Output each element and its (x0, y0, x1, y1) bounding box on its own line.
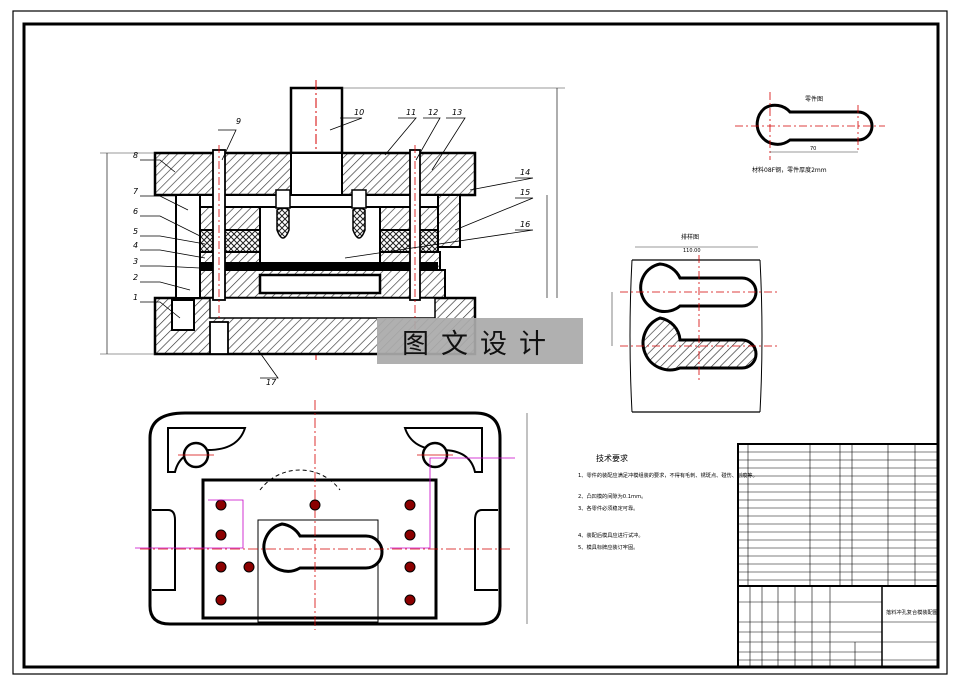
callout-7: 7 (133, 187, 139, 196)
tech-req-title: 技术要求 (596, 453, 628, 463)
strip-layout-title: 排样图 (681, 233, 699, 241)
section-view (100, 80, 565, 362)
tech-requirements: 技术要求 1、零件的装配应满足冲模组装的要求，不得有毛刺、锈斑点、碰伤、划痕等。… (578, 453, 758, 551)
strip-layout: 排样图 110.00 (611, 233, 780, 413)
callout-5: 5 (133, 227, 138, 236)
part-dim-length: 70 (810, 146, 816, 152)
callout-2: 2 (133, 273, 138, 282)
callout-13: 13 (452, 108, 462, 117)
part-view-title: 零件图 (805, 95, 823, 103)
drawing-title: 落料冲孔复合模装配图 (886, 608, 938, 616)
callout-17: 17 (266, 378, 277, 387)
callout-12: 12 (428, 108, 438, 117)
inner-border (22, 22, 940, 669)
callout-10: 10 (354, 108, 364, 117)
plan-view (135, 400, 528, 630)
callout-16: 16 (520, 220, 530, 229)
callout-3: 3 (133, 257, 138, 266)
part-view-note: 材料08F钢，零件厚度2mm (752, 166, 827, 174)
callout-14: 14 (520, 168, 530, 177)
tech-req-item-4: 4、装配后模具应进行试冲。 (578, 531, 644, 539)
callout-6: 6 (133, 207, 138, 216)
callout-8: 8 (133, 151, 138, 160)
callout-leaders (140, 117, 534, 379)
title-block: 落料冲孔复合模装配图 (737, 585, 939, 668)
callout-15: 15 (520, 188, 530, 197)
callout-4: 4 (133, 241, 138, 250)
tech-req-item-5: 5、模具标牌应装订牢固。 (578, 543, 638, 551)
part-drawing: 零件图 70 材料08F钢，零件厚度2mm (735, 92, 885, 174)
tech-req-item-2: 2、凸凹模的间隙为0.1mm。 (578, 492, 646, 500)
tech-req-item-1: 1、零件的装配应满足冲模组装的要求，不得有毛刺、锈斑点、碰伤、划痕等。 (578, 471, 758, 479)
callout-labels: 1 2 3 4 5 6 7 8 9 10 11 12 13 14 15 16 1… (133, 108, 530, 387)
tech-req-item-3: 3、各零件必须稳定可靠。 (578, 504, 638, 512)
callout-9: 9 (236, 117, 241, 126)
bom-table (737, 443, 939, 587)
callout-1: 1 (133, 293, 138, 302)
callout-11: 11 (406, 108, 416, 117)
strip-dim-width: 110.00 (683, 248, 701, 254)
watermark: 图文设计 (377, 318, 583, 364)
outer-border (12, 10, 948, 675)
